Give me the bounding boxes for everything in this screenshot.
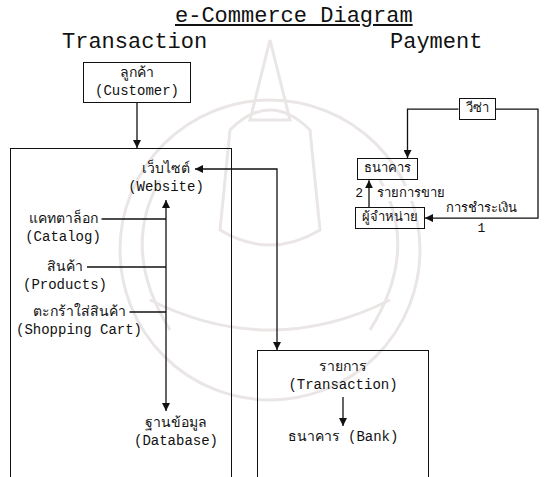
box-label: ลูกค้า (Customer) bbox=[90, 65, 184, 100]
flow-arrow bbox=[342, 397, 343, 426]
region-box: รายการ (Transaction) ธนาคาร (Bank) bbox=[257, 350, 429, 477]
box-label: รายการ (Transaction) bbox=[264, 359, 422, 394]
box-label: ตะกร้าใส่สินค้า (Shopping Cart) bbox=[11, 304, 147, 339]
leader-line bbox=[87, 266, 166, 267]
callout-number: 1 bbox=[477, 221, 487, 237]
section-heading: Transaction bbox=[62, 30, 207, 55]
process-box: ลูกค้า (Customer) bbox=[83, 62, 191, 103]
edge-label: รายการขาย bbox=[376, 186, 446, 202]
callout-number: 2 bbox=[354, 186, 364, 202]
flow-arrow bbox=[165, 200, 166, 411]
process-box: ธนาคาร bbox=[357, 158, 418, 180]
section-heading: Payment bbox=[390, 30, 482, 55]
region-box: เว็บไซต์ (Website) แคทตาล็อก (Catalog) สิน… bbox=[10, 148, 232, 477]
leader-line bbox=[102, 218, 167, 219]
box-label: แคทตาล็อก (Catalog) bbox=[13, 211, 113, 246]
connector-arrow bbox=[408, 109, 459, 158]
connector-arrow bbox=[195, 169, 277, 350]
process-box: วีซ่า bbox=[459, 98, 496, 120]
box-label: สินค้า (Products) bbox=[23, 259, 107, 294]
edge-label: การชำระเงิน bbox=[445, 201, 518, 217]
connector-arrow bbox=[425, 109, 538, 218]
connector-arrow bbox=[136, 103, 137, 148]
box-label: ธนาคาร (Bank) bbox=[264, 429, 422, 447]
diagram-title: e-Commerce Diagram bbox=[175, 4, 413, 29]
box-label: ธนาคาร bbox=[364, 161, 411, 177]
box-label: ฐานข้อมูล (Database) bbox=[126, 415, 226, 450]
box-label: ผู้จำหน่าย bbox=[362, 210, 418, 226]
box-label: วีซ่า bbox=[466, 101, 489, 117]
leader-line bbox=[130, 311, 167, 312]
process-box: ผู้จำหน่าย bbox=[355, 207, 425, 229]
connector-arrow bbox=[368, 180, 369, 207]
box-label: เว็บไซต์ (Website) bbox=[111, 161, 221, 196]
